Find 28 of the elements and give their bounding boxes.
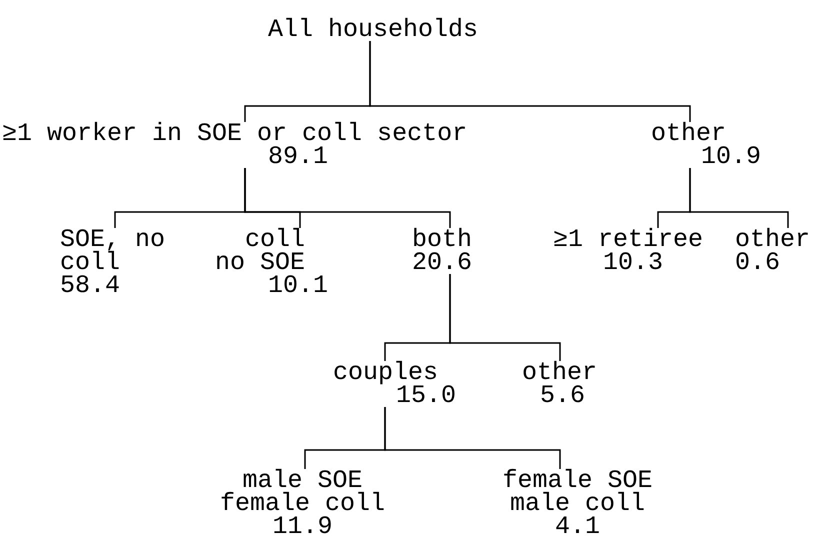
tree-connector	[449, 274, 561, 361]
category-label: other	[735, 228, 810, 251]
percentage-value: 10.9	[701, 145, 762, 168]
percentage-value: 0.6	[735, 251, 780, 274]
category-label: SOE, no coll	[60, 228, 166, 274]
category-label: male SOE female coll	[220, 469, 386, 515]
category-label: ≥1 retiree	[553, 228, 704, 251]
percentage-value: 20.6	[412, 251, 472, 274]
percentage-value: 58.4	[60, 274, 120, 297]
tree-connector	[244, 168, 451, 228]
percentage-value: 10.1	[268, 274, 328, 297]
percentage-value: 4.1	[554, 515, 602, 538]
category-label: other	[522, 361, 598, 384]
category-label: couples	[333, 361, 438, 384]
percentage-value: 15.0	[396, 384, 456, 407]
tree-connector	[689, 168, 789, 228]
percentage-value: 11.9	[272, 515, 334, 538]
category-label: both	[412, 228, 472, 251]
percentage-value: 89.1	[268, 145, 328, 168]
category-label: All households	[268, 18, 478, 41]
tree-connector	[384, 407, 561, 469]
percentage-value: 5.6	[540, 384, 586, 407]
percentage-value: 10.3	[603, 251, 664, 274]
tree-connector	[369, 41, 691, 122]
category-label: female SOE male coll	[501, 469, 654, 515]
category-label: coll no SOE	[215, 228, 305, 274]
category-label: other	[651, 122, 726, 145]
category-label: ≥1 worker in SOE or coll sector	[2, 122, 468, 145]
